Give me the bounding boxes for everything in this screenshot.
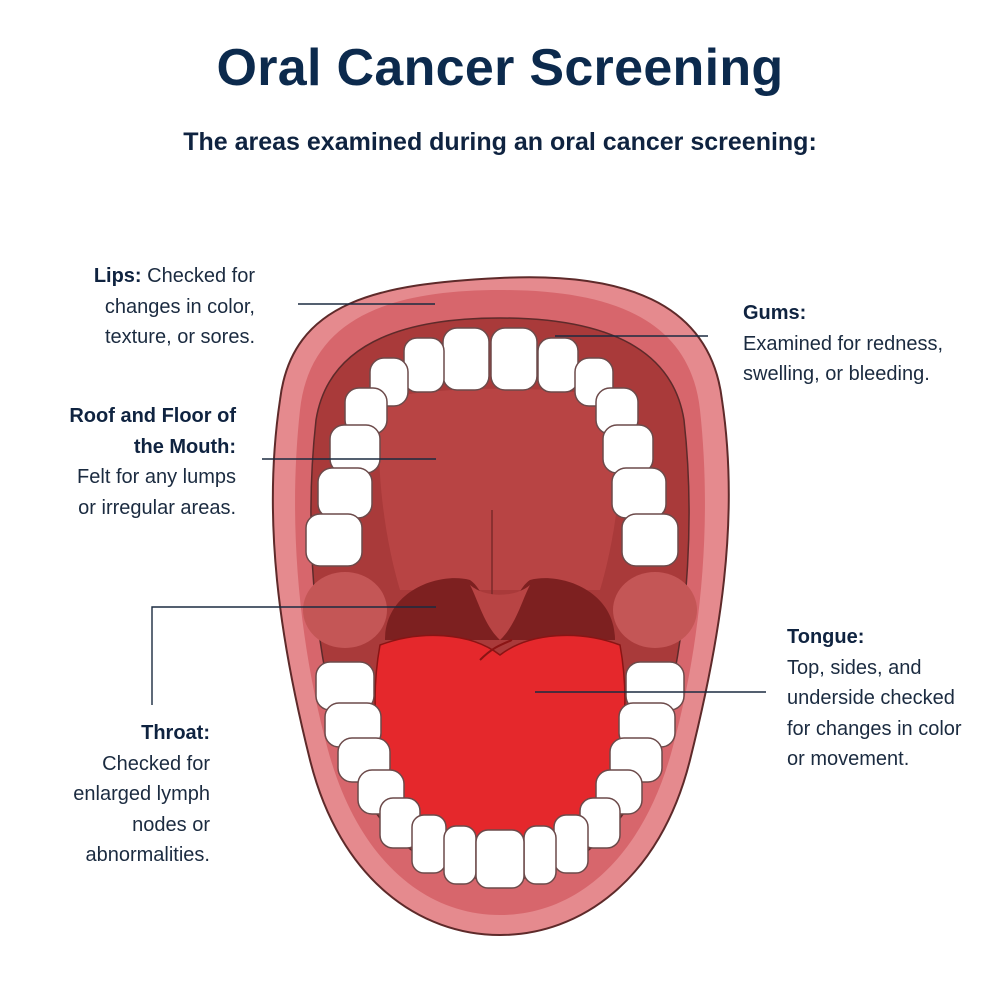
tongue-label: Tongue: Top, sides, and underside checke…	[787, 622, 997, 775]
palate	[379, 389, 622, 590]
gums-label: Gums: Examined for redness, swelling, or…	[743, 298, 983, 390]
roof-floor-label: Roof and Floor of the Mouth: Felt for an…	[30, 401, 236, 523]
left-cheek-shade	[303, 572, 387, 648]
lips-label: Lips: Checked for changes in color, text…	[40, 261, 255, 353]
throat-label: Throat: Checked for enlarged lymph nodes…	[20, 718, 210, 871]
right-cheek-shade	[613, 572, 697, 648]
